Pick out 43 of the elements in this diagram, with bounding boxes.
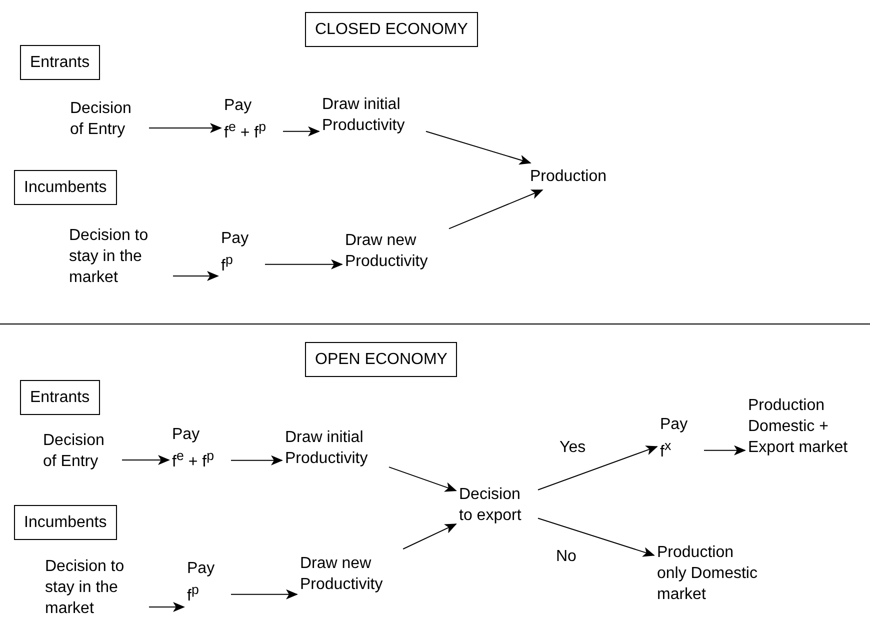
step-text: Production [530,166,620,187]
group-label-box: Entrants [20,380,100,415]
arrow [264,259,343,270]
arrow [538,446,658,490]
cost-formula: f$^{p}$ [221,251,234,276]
cost-formula: f$^{p}$ [187,581,200,606]
step-text: Production Domestic + Export market [748,395,868,458]
step-text: Draw new Productivity [300,553,400,595]
step-text: Pay [224,96,253,116]
group-label-box: Incumbents [14,170,117,205]
arrow [704,445,746,456]
title-box: CLOSED ECONOMY [305,12,478,47]
arrow [402,524,457,550]
arrow [538,518,655,557]
arrow [230,455,283,466]
cost-formula: f$^{e}$ + f$^{p}$ [224,118,267,144]
step-text: Pay [660,415,689,435]
arrow [388,466,457,492]
arrow [148,123,222,133]
title-box: OPEN ECONOMY [305,342,458,377]
step-text: Decision of Entry [70,98,145,140]
cost-formula: f$^{e}$ + f$^{p}$ [172,447,215,472]
arrow [448,190,544,230]
step-text: Decision to stay in the market [69,225,169,288]
step-text: Decision of Entry [43,430,118,472]
step-text: Decision to export [459,484,534,526]
step-text: Pay [221,229,250,249]
arrow [230,589,298,600]
arrow [282,126,320,136]
arrow [172,271,219,281]
arrow [122,455,170,465]
group-label-box: Entrants [20,45,100,80]
cost-formula: f$^{x}$ [660,437,672,462]
group-label-box: Incumbents [14,505,117,540]
step-text: Pay [172,425,201,445]
step-text: Production only Domestic market [657,542,765,605]
step-text: Draw initial Productivity [322,94,422,136]
arrow [426,130,532,165]
step-text: Pay [187,559,216,579]
step-text: Draw new Productivity [345,230,445,272]
step-text: Decision to stay in the market [45,556,145,619]
step-text: Draw initial Productivity [285,427,385,469]
arrow [148,602,185,612]
